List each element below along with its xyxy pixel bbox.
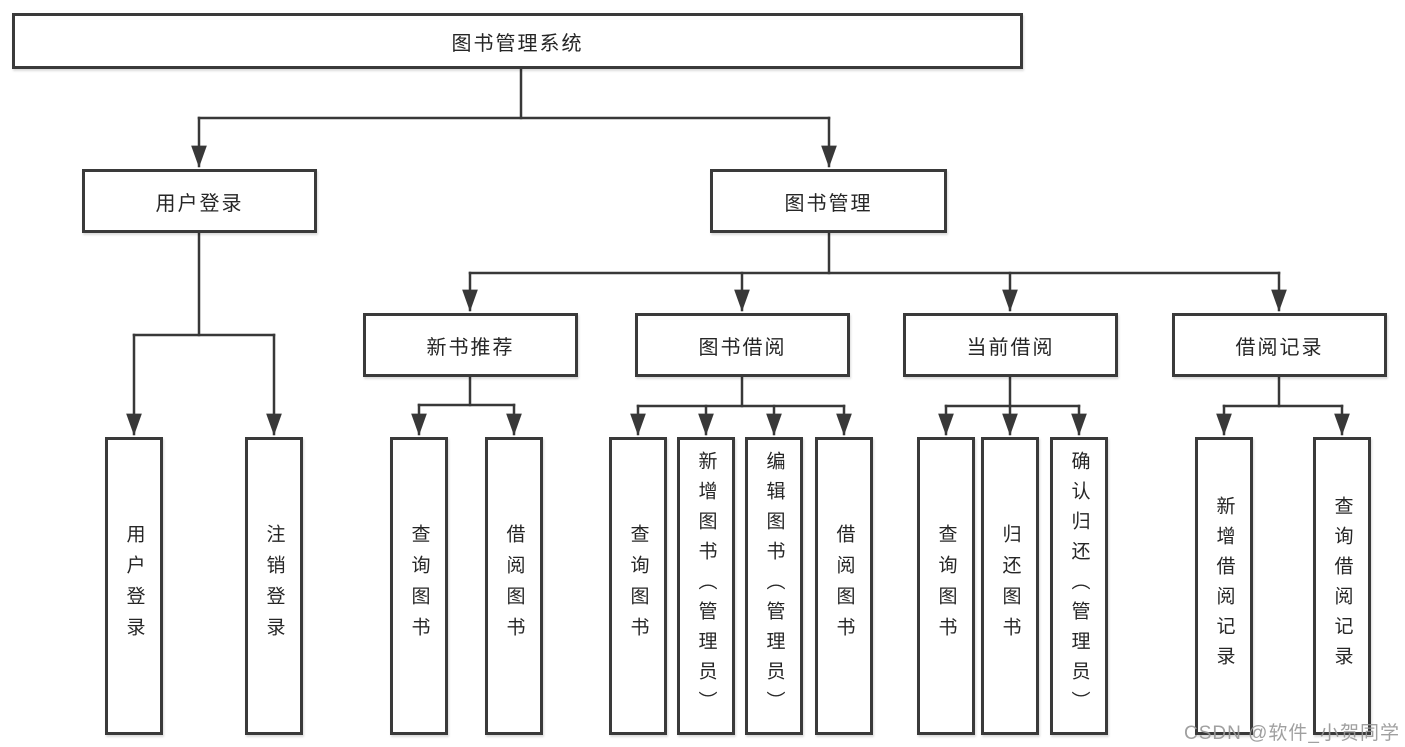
leaf-label: 借阅图书 [833, 524, 855, 648]
leaf-label: 编辑图书（管理员） [763, 451, 785, 721]
leaf-label: 查询图书 [935, 524, 957, 648]
leaf-label: 新增图书（管理员） [695, 451, 717, 721]
leaf-label: 查询借阅记录 [1331, 496, 1353, 676]
node-leaf-query-books-current: 查询图书 [917, 437, 975, 735]
node-book-borrowing: 图书借阅 [635, 313, 850, 377]
node-library-management-system: 图书管理系统 [12, 13, 1023, 69]
node-current-borrowing: 当前借阅 [903, 313, 1118, 377]
node-book-management: 图书管理 [710, 169, 947, 233]
connector-userlogin-to-leaves [126, 231, 282, 436]
node-leaf-query-books-borrowing: 查询图书 [609, 437, 667, 735]
node-leaf-borrow-books-recommend: 借阅图书 [485, 437, 543, 735]
leaf-label: 用户登录 [123, 524, 145, 648]
leaf-label: 注销登录 [263, 524, 285, 648]
node-leaf-user-login: 用户登录 [105, 437, 163, 735]
leaf-label: 查询图书 [408, 524, 430, 648]
leaf-label: 借阅图书 [503, 524, 525, 648]
connector-borrowrecord-to-leaves [1216, 375, 1350, 436]
leaf-label: 查询图书 [627, 524, 649, 648]
node-leaf-borrow-books-borrowing: 借阅图书 [815, 437, 873, 735]
connector-bookmgmt-to-level3 [462, 231, 1287, 312]
connector-root-to-level2 [191, 66, 837, 168]
node-new-book-recommend: 新书推荐 [363, 313, 578, 377]
leaf-label: 新增借阅记录 [1213, 496, 1235, 676]
node-leaf-query-borrow-record: 查询借阅记录 [1313, 437, 1371, 735]
node-leaf-add-books-admin: 新增图书（管理员） [677, 437, 735, 735]
leaf-label: 确认归还（管理员） [1068, 451, 1090, 721]
node-leaf-query-books-recommend: 查询图书 [390, 437, 448, 735]
node-leaf-edit-books-admin: 编辑图书（管理员） [745, 437, 803, 735]
node-borrowing-records: 借阅记录 [1172, 313, 1387, 377]
node-leaf-logout: 注销登录 [245, 437, 303, 735]
csdn-watermark: CSDN @软件_小贺同学 [1184, 723, 1400, 744]
node-leaf-confirm-return-admin: 确认归还（管理员） [1050, 437, 1108, 735]
node-leaf-add-borrow-record: 新增借阅记录 [1195, 437, 1253, 735]
node-leaf-return-books: 归还图书 [981, 437, 1039, 735]
node-user-login: 用户登录 [82, 169, 317, 233]
connector-newbook-to-leaves [411, 375, 522, 436]
leaf-label: 归还图书 [999, 524, 1021, 648]
connector-bookborrow-to-leaves [630, 375, 852, 436]
connector-currentborrow-to-leaves [938, 375, 1087, 436]
